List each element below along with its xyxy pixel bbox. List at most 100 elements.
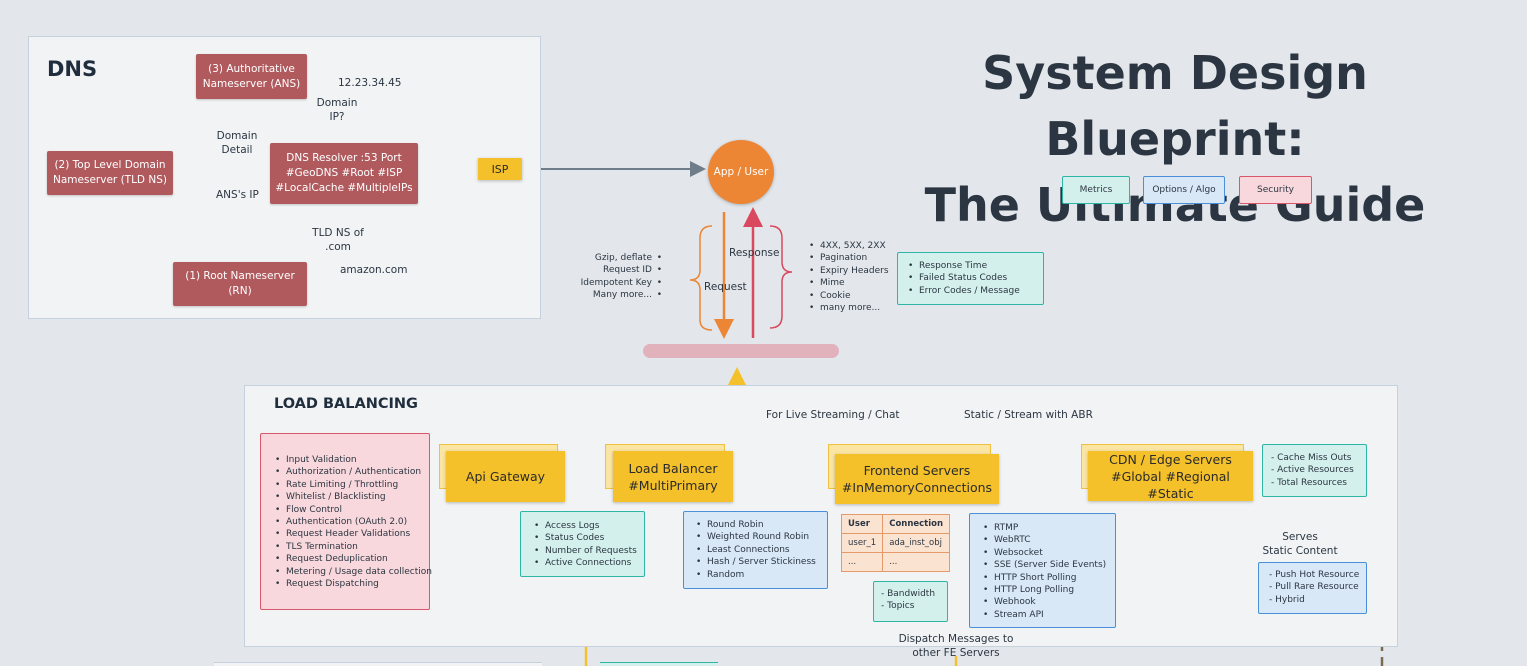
fe-metrics-card: - Bandwidth - Topics [873,581,948,622]
load-balancing-title: LOAD BALANCING [274,396,418,412]
gateway-metric-item: Active Connections [534,557,631,570]
response-item: 4XX, 5XX, 2XX [809,240,889,253]
cdn-option-item: - Pull Rare Resource [1269,582,1359,593]
resolver-line-2: #GeoDNS #Root #ISP [285,167,403,179]
security-item: Authentication (OAuth 2.0) [275,516,415,529]
connection-table-header: User Connection [840,514,951,534]
load-balancer-line-1: Load Balancer [628,460,718,476]
table-row: user_1 ada_inst_obj [840,533,951,553]
security-item: Authorization / Authentication [275,466,421,479]
response-item: many more... [809,302,889,315]
fe-metric-item: - Bandwidth [881,589,936,599]
cdn-option-item: - Hybrid [1269,594,1305,605]
dispatch-line-1: Dispatch Messages to [898,633,1014,645]
cdn-option-item: - Push Hot Resource [1269,570,1360,580]
response-label: Response [729,247,780,259]
security-item: TLS Termination [275,541,415,554]
load-balancer-line-2: #MultiPrimary [628,477,718,493]
tld-nameserver: (2) Top Level Domain Nameserver (TLD NS) [47,151,173,195]
legend-security: Security [1239,176,1312,204]
legend-metrics: Metrics [1062,176,1130,204]
frontend-line-1: Frontend Servers [863,463,971,478]
dispatch-label: Dispatch Messages to other FE Servers [898,632,1014,660]
live-streaming-label: For Live Streaming / Chat [766,409,900,421]
request-item: Request ID [570,264,662,277]
table-header-user: User [840,514,884,534]
cdn-options-card: - Push Hot Resource - Pull Rare Resource… [1258,562,1367,614]
lb-algo-item: Hash / Server Stickiness [696,556,816,569]
lb-algorithms-card: Round Robin Weighted Round Robin Least C… [683,511,828,589]
legend-options: Options / Algo [1143,176,1225,204]
response-metric-item: Response Time [908,260,1033,273]
ans-ip-label: ANS's IP [216,189,259,201]
load-balancer: Load Balancer #MultiPrimary [613,451,733,502]
cdn-metric-item: - Cache Miss Outs [1271,453,1352,463]
frontend-line-2: #InMemoryConnections [841,480,993,495]
protocol-item: Websocket [983,547,1102,560]
serves-static-label: Serves Static Content [1262,530,1338,558]
security-item: Whitelist / Blacklisting [275,491,415,504]
gateway-metrics-card: Access Logs Status Codes Number of Reque… [520,511,645,577]
protocol-item: SSE (Server Side Events) [983,559,1106,572]
response-item: Expiry Headers [809,265,889,278]
table-cell: user_1 [840,533,884,553]
connection-table: User Connection user_1 ada_inst_obj ... … [840,514,951,572]
page-title: System Design Blueprint: The Ultimate Gu… [870,40,1480,238]
cdn-metric-item: - Total Resources [1271,477,1347,488]
domain-ip-label: Domain IP? [316,97,358,123]
protocols-card: RTMP WebRTC Websocket SSE (Server Side E… [969,513,1116,628]
gateway-metric-item: Access Logs [534,520,631,533]
lb-algo-item: Random [696,569,815,582]
security-item: Request Header Validations [275,528,415,541]
frontend-servers: Frontend Servers #InMemoryConnections [835,454,999,504]
legend-metrics-label: Metrics [1079,185,1113,195]
protocol-item: HTTP Short Polling [983,572,1102,585]
response-item: Cookie [809,290,889,303]
security-item: Rate Limiting / Throttling [275,479,415,492]
resolver-line-3: #LocalCache #MultipleIPs [275,182,413,194]
response-metrics-card: Response Time Failed Status Codes Error … [897,252,1044,305]
protocol-item: RTMP [983,522,1102,535]
cdn-metric-item: - Active Resources [1271,465,1354,476]
response-item: Pagination [809,252,889,265]
api-gateway: Api Gateway [446,451,565,502]
security-item: Request Dispatching [275,578,415,591]
request-label: Request [704,281,747,293]
resolver-line-1: DNS Resolver :53 Port [286,152,402,164]
response-metric-item: Failed Status Codes [908,272,1033,285]
protocol-item: WebRTC [983,534,1102,547]
app-user-node[interactable]: App / User [708,140,774,204]
response-items-list: 4XX, 5XX, 2XX Pagination Expiry Headers … [809,240,889,315]
security-item: Flow Control [275,504,415,517]
isp-box: ISP [478,158,522,180]
table-header-connection: Connection [882,514,951,534]
security-card: Input Validation Authorization / Authent… [260,433,432,610]
response-metric-item: Error Codes / Message [908,285,1033,298]
serves-line-1: Serves [1282,531,1318,543]
protocol-item: HTTP Long Polling [983,584,1102,597]
bottom-teal-card-edge [600,662,718,666]
cdn-line-2: #Global #Regional #Static [1111,468,1230,501]
cdn-line-1: CDN / Edge Servers [1109,451,1232,467]
protocol-item: Webhook [983,596,1102,609]
security-item: Input Validation [275,454,415,467]
legend-security-label: Security [1257,185,1294,195]
request-items-list: Gzip, deflate Request ID Idempotent Key … [570,252,662,302]
dns-resolver: DNS Resolver :53 Port #GeoDNS #Root #ISP… [270,143,418,204]
static-stream-label: Static / Stream with ABR [964,409,1093,421]
lb-algo-item: Least Connections [696,544,815,557]
cdn-metrics-card: - Cache Miss Outs - Active Resources - T… [1262,444,1367,497]
table-cell: ... [840,552,884,572]
gateway-metric-item: Number of Requests [534,545,637,558]
lb-algo-item: Round Robin [696,519,815,532]
legend-options-label: Options / Algo [1152,185,1216,195]
authoritative-nameserver: (3) Authoritative Nameserver (ANS) [196,54,307,99]
request-item: Gzip, deflate [570,252,662,265]
dns-title: DNS [47,57,98,81]
table-cell: ada_inst_obj [882,533,951,553]
gateway-metric-item: Status Codes [534,532,631,545]
domain-detail-label: Domain Detail [216,130,258,156]
protocol-item: Stream API [983,609,1102,622]
title-line-1: System Design Blueprint: [982,46,1368,166]
app-user-label: App / User [713,166,769,178]
